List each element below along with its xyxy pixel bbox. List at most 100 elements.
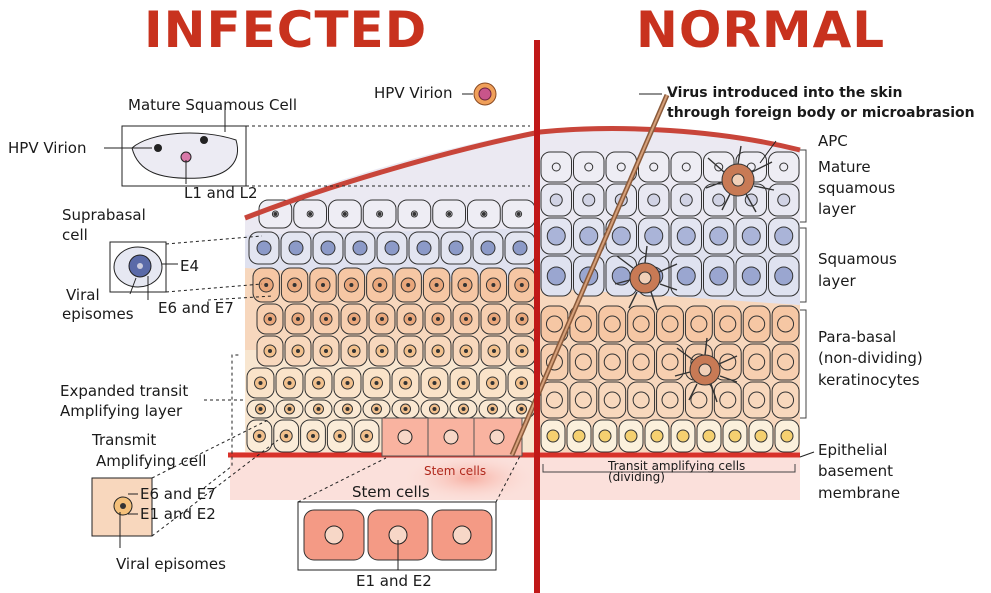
- infected-parabasal-cell: [338, 268, 364, 302]
- normal-transit-cell: [775, 420, 799, 452]
- infected-parabasal-cell: [423, 268, 449, 302]
- normal-transit-cell: [593, 420, 617, 452]
- normal-mature-cell: [769, 152, 800, 182]
- transit-amplifying-cell: [392, 368, 419, 398]
- label-amplifying-layer: Amplifying layer: [60, 402, 182, 420]
- normal-squamous-cell: [541, 256, 572, 296]
- label-suprabasal: Suprabasal: [62, 206, 146, 224]
- normal-squamous-cell: [736, 256, 767, 296]
- transit-amplifying-cell: [285, 336, 311, 366]
- transit-amplifying-cell: [334, 368, 361, 398]
- normal-squamous-cell: [736, 218, 767, 254]
- infected-parabasal-cell: [257, 304, 283, 334]
- normal-parabasal-cell: [685, 306, 712, 342]
- normal-mature-cell: [671, 152, 702, 182]
- transit-amplifying-cell: [425, 336, 451, 366]
- infected-parabasal-cell: [397, 304, 423, 334]
- infected-title: INFECTED: [144, 5, 427, 55]
- infected-parabasal-cell: [281, 268, 307, 302]
- label-hpv-virion-left: HPV Virion: [8, 139, 86, 157]
- suprabasal-cell: [281, 232, 311, 264]
- normal-squamous-cell: [704, 256, 735, 296]
- transit-amplifying-cell: [453, 336, 479, 366]
- normal-parabasal-cell: [628, 344, 655, 380]
- label-e1-e2-a: E1 and E2: [140, 505, 216, 523]
- transit-amplifying-cell: [481, 336, 507, 366]
- normal-parabasal-cell: [599, 382, 626, 418]
- mature-squamous-cell: [294, 200, 327, 228]
- transit-amplifying-cell: [479, 400, 506, 418]
- normal-title: NORMAL: [636, 5, 885, 55]
- transit-amplifying-cell: [392, 400, 419, 418]
- normal-parabasal-cell: [657, 382, 684, 418]
- suprabasal-cell: [313, 232, 343, 264]
- suprabasal-cell: [409, 232, 439, 264]
- label-expanded-transit: Expanded transit: [60, 382, 188, 400]
- normal-transit-cell: [749, 420, 773, 452]
- label-mature-squamous-cell: Mature Squamous Cell: [128, 96, 297, 114]
- label-mature: Mature: [818, 158, 871, 176]
- normal-parabasal-cell: [570, 382, 597, 418]
- label-episomes: episomes: [62, 305, 134, 323]
- normal-mature-cell: [541, 184, 572, 216]
- label-layer-2: layer: [818, 272, 856, 290]
- layer-brackets: [800, 150, 806, 418]
- mature-squamous-cell: [329, 200, 362, 228]
- transit-amplifying-cell: [305, 368, 332, 398]
- transit-amplifying-cell: [334, 400, 361, 418]
- suprabasal-cell: [377, 232, 407, 264]
- label-para-basal: Para-basal: [818, 328, 896, 346]
- mature-cell-detail: [122, 126, 246, 186]
- label-apc: APC: [818, 132, 848, 150]
- normal-mature-cell: [639, 184, 670, 216]
- normal-transit-cell: [645, 420, 669, 452]
- mature-squamous-cell: [502, 200, 535, 228]
- transit-amplifying-cell: [305, 400, 332, 418]
- infected-parabasal-cell: [509, 304, 535, 334]
- transit-amplifying-cell: [327, 420, 352, 452]
- normal-squamous-cell: [541, 218, 572, 254]
- transit-amplifying-cell: [341, 336, 367, 366]
- normal-mature-cell: [574, 184, 605, 216]
- label-non-dividing: (non-dividing): [818, 349, 923, 367]
- transit-amplifying-cell: [276, 400, 303, 418]
- mature-squamous-cell: [398, 200, 431, 228]
- label-hpv-virion-top: HPV Virion: [374, 84, 452, 102]
- label-e1-e2-b: E1 and E2: [356, 572, 432, 590]
- label-squamous: squamous: [818, 179, 895, 197]
- suprabasal-cell: [249, 232, 279, 264]
- label-virus-introduced-2: through foreign body or microabrasion: [667, 104, 975, 122]
- transit-amplifying-cell: [450, 368, 477, 398]
- normal-parabasal-cell: [714, 382, 741, 418]
- label-virus-introduced-1: Virus introduced into the skin: [667, 84, 903, 102]
- suprabasal-cell: [473, 232, 503, 264]
- infected-parabasal-cell: [367, 268, 393, 302]
- label-membrane: membrane: [818, 484, 900, 502]
- transit-amplifying-cell: [313, 336, 339, 366]
- transit-amplifying-cell: [354, 420, 379, 452]
- label-stem-cells-box: Stem cells: [352, 483, 430, 501]
- transit-amplifying-cell: [397, 336, 423, 366]
- transit-amplifying-cell: [479, 368, 506, 398]
- normal-parabasal-cell: [743, 306, 770, 342]
- normal-transit-cell: [619, 420, 643, 452]
- transit-amplifying-cell: [274, 420, 299, 452]
- label-keratinocytes: keratinocytes: [818, 371, 920, 389]
- infected-parabasal-cell: [453, 304, 479, 334]
- label-basement: basement: [818, 462, 893, 480]
- label-transmit: Transmit: [92, 431, 156, 449]
- normal-mature-cell: [671, 184, 702, 216]
- label-layer-1: layer: [818, 200, 856, 218]
- transit-amplifying-cell: [509, 336, 535, 366]
- normal-squamous-cell: [769, 256, 800, 296]
- infected-parabasal-cell: [285, 304, 311, 334]
- suprabasal-cell: [441, 232, 471, 264]
- normal-parabasal-cell: [743, 382, 770, 418]
- transit-amplifying-cell: [421, 368, 448, 398]
- normal-parabasal-cell: [599, 306, 626, 342]
- infected-parabasal-cell: [341, 304, 367, 334]
- normal-mature-cell: [769, 184, 800, 216]
- normal-transit-cell: [697, 420, 721, 452]
- normal-parabasal-cell: [743, 344, 770, 380]
- normal-parabasal-cell: [570, 344, 597, 380]
